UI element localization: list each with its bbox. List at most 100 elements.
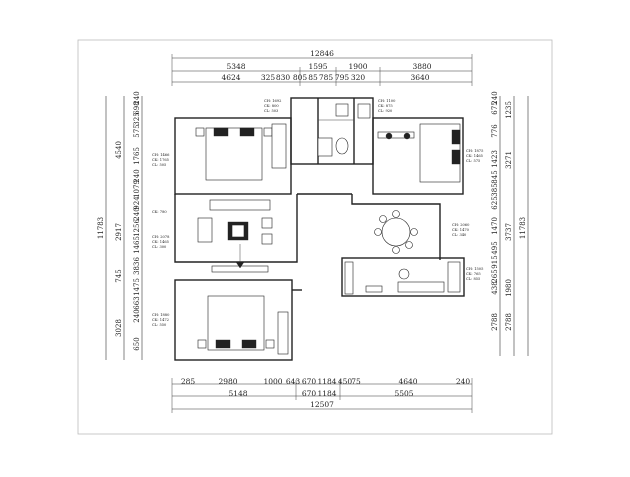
right-dim-2: 3271 [505, 151, 513, 169]
chair-icon [403, 132, 411, 140]
left-dim-12: 924 [133, 196, 141, 210]
bottom-dim-5: 670 [302, 377, 317, 386]
chair-icon [392, 210, 400, 218]
top-dim-6: 325 [261, 73, 276, 82]
left-dim-5: 240 [133, 91, 141, 104]
dining-label-ck: CK: 1470 [452, 228, 470, 232]
counter-icon [344, 261, 354, 295]
left-dim-2: 2917 [115, 223, 123, 241]
bottom-dim-8: 75 [351, 377, 361, 386]
master-bed-label-ck: CK: 1765 [152, 158, 170, 162]
master-bed-icon [205, 127, 263, 181]
dining-label-ch: CH: 2060 [452, 223, 470, 227]
left-dim-9: 1765 [133, 147, 141, 165]
pillow-icon [241, 339, 257, 349]
side-table-icon [261, 233, 273, 245]
kitchen-label-ck: CK: 765 [466, 272, 481, 276]
nightstand-icon [263, 127, 273, 137]
pillow-icon [451, 129, 461, 145]
chair-icon [392, 246, 400, 254]
right-dim-12: 625 [491, 196, 499, 209]
bed3-label-cl: CL: 550 [152, 323, 167, 327]
top-dim-8: 805 [293, 73, 308, 82]
top-dim-1: 5348 [226, 62, 245, 71]
right-dim-18: 2788 [491, 313, 499, 331]
pillow-icon [213, 127, 229, 137]
kitchen-label-ch: CH: 1505 [466, 267, 484, 271]
bottom-dim-4: 643 [286, 377, 301, 386]
left-dim-6: 698 [133, 101, 141, 114]
left-dim-11: 1079 [133, 180, 141, 198]
furniture [195, 103, 461, 355]
top-dim-3: 1900 [348, 62, 367, 71]
nightstand-icon [195, 127, 205, 137]
right-dim-3: 3737 [505, 223, 513, 241]
top-dim-12: 320 [351, 73, 366, 82]
dining-table-icon [381, 217, 411, 247]
right-dim-7: 675 [491, 101, 499, 114]
left-dim-15: 1465 [133, 236, 141, 254]
bottom-dim-10: 240 [456, 377, 471, 386]
left-dim-10: 240 [133, 169, 141, 182]
wc-label-cl: CL: 920 [378, 109, 393, 113]
right-dim-6: 240 [491, 91, 499, 104]
wc-label-ck: CK: 875 [378, 104, 393, 108]
left-dim-7: 325 [133, 112, 141, 125]
bath-label-ck: CK: 800 [264, 104, 279, 108]
bottom-dim-11: 5148 [228, 389, 247, 398]
top-dimensions: 12846 5348 1595 1900 3880 4624 325 830 8… [171, 49, 473, 86]
bath-label-cl: CL: 503 [264, 109, 279, 113]
counter-icon [397, 281, 445, 293]
chair-icon [410, 228, 418, 236]
bottom-dim-3: 1000 [263, 377, 282, 386]
left-overall-dim: 11783 [97, 217, 105, 239]
living-label-cl: CL: 300 [152, 245, 167, 249]
top-dim-10: 785 [319, 73, 334, 82]
top-dim-13: 3640 [410, 73, 429, 82]
pillow-icon [215, 339, 231, 349]
fridge-icon [447, 261, 461, 293]
bed2-label-ck: CK: 1465 [466, 154, 484, 158]
arrow-icon [235, 261, 245, 269]
kitchen-label-cl: CL: 855 [466, 277, 481, 281]
room-labels: CH: 1466 CK: 1765 CL: 505 CH: 1692 CK: 8… [152, 99, 484, 327]
bottom-dimensions: 285 2980 1000 643 670 1184 450 75 4640 2… [171, 377, 473, 413]
right-dimensions: 1235 3271 3737 1980 2788 11783 240 675 7… [491, 91, 529, 356]
wardrobe-icon [277, 311, 289, 355]
top-dim-5: 4624 [221, 73, 240, 82]
right-dim-4: 1980 [505, 279, 513, 297]
right-dim-9: 1423 [491, 150, 499, 168]
left-dim-19: 240 [133, 309, 141, 322]
right-dim-11: 385 [491, 183, 499, 196]
left-dim-4: 3028 [115, 319, 123, 337]
master-bed-label-cl: CL: 505 [152, 163, 167, 167]
top-dim-2: 1595 [308, 62, 327, 71]
side-table-icon [261, 217, 273, 229]
right-dim-17: 438 [491, 281, 499, 294]
bed2-label-cl: CL: 575 [466, 159, 481, 163]
master-bed-label-ch: CH: 1466 [152, 153, 170, 157]
coffee-table-top [231, 224, 245, 238]
right-dim-16: 265 [491, 269, 499, 282]
chair-icon [385, 132, 393, 140]
pillow-icon [451, 149, 461, 165]
wardrobe-icon [271, 123, 287, 169]
left-dim-18: 663 [133, 296, 141, 309]
pillow-icon [239, 127, 255, 137]
wc-toilet-icon [357, 103, 371, 119]
nightstand-icon [265, 339, 275, 349]
bed2-label-ch: CH: 1875 [466, 149, 484, 153]
basin-icon [335, 103, 349, 117]
left-dimensions: 11783 4540 2917 745 3028 240 698 325 575… [97, 91, 143, 360]
left-dim-20: 650 [133, 337, 141, 350]
bottom-overall-dim: 12507 [310, 400, 334, 409]
top-dim-11: 795 [335, 73, 350, 82]
bottom-dim-14: 5505 [394, 389, 413, 398]
bottom-dim-7: 450 [338, 377, 353, 386]
right-dim-1: 1235 [505, 101, 513, 119]
bath-label-ch: CH: 1692 [264, 99, 281, 103]
top-dim-7: 830 [276, 73, 291, 82]
bottom-dim-6: 1184 [317, 377, 336, 386]
right-dim-15: 915 [491, 255, 499, 268]
